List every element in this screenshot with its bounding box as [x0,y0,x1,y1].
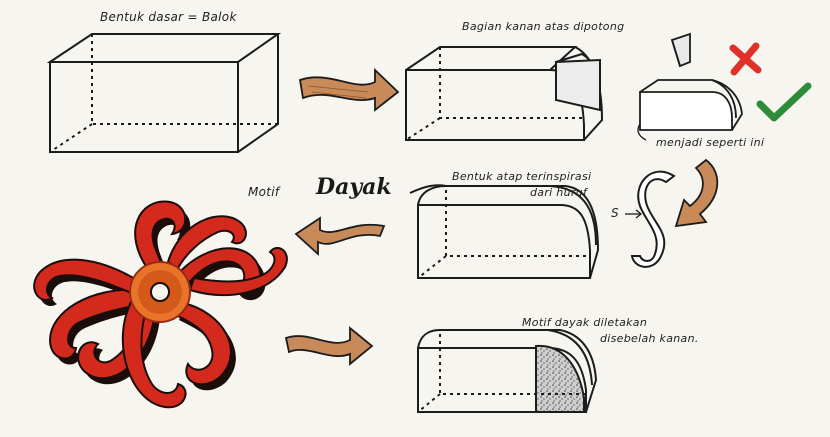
label-becomes: menjadi seperti ini [656,136,764,149]
arrow-right-1 [300,70,398,110]
check-icon [760,86,808,118]
arrow-left [296,218,384,254]
arrow-right-2 [286,328,372,364]
arrow-down-curved [676,160,717,226]
final-cuboid-sketch [418,330,596,412]
label-motif-name: Dayak [316,174,392,200]
label-s-letter: S [611,206,619,220]
roof-cuboid-sketch [410,185,598,278]
cut-piece-sketch [672,34,690,66]
result-shape-sketch [640,80,742,130]
cuboid-sketch [50,34,278,152]
label-motif-prefix: Motif [248,185,279,199]
cross-icon [733,46,758,72]
label-motif-placed: Motif dayak diletakan [522,316,647,329]
s-letter-shape [632,172,674,267]
motif-dayak-ornament [34,202,287,408]
label-basic-shape: Bentuk dasar = Balok [100,10,237,24]
label-cut-part: Bagian kanan atas dipotong [462,20,624,33]
label-motif-placed-2: disebelah kanan. [600,332,699,345]
label-roof-form-2: dari huruf [530,186,587,199]
label-roof-form: Bentuk atap terinspirasi [452,170,591,183]
cut-cuboid-sketch [406,47,602,140]
